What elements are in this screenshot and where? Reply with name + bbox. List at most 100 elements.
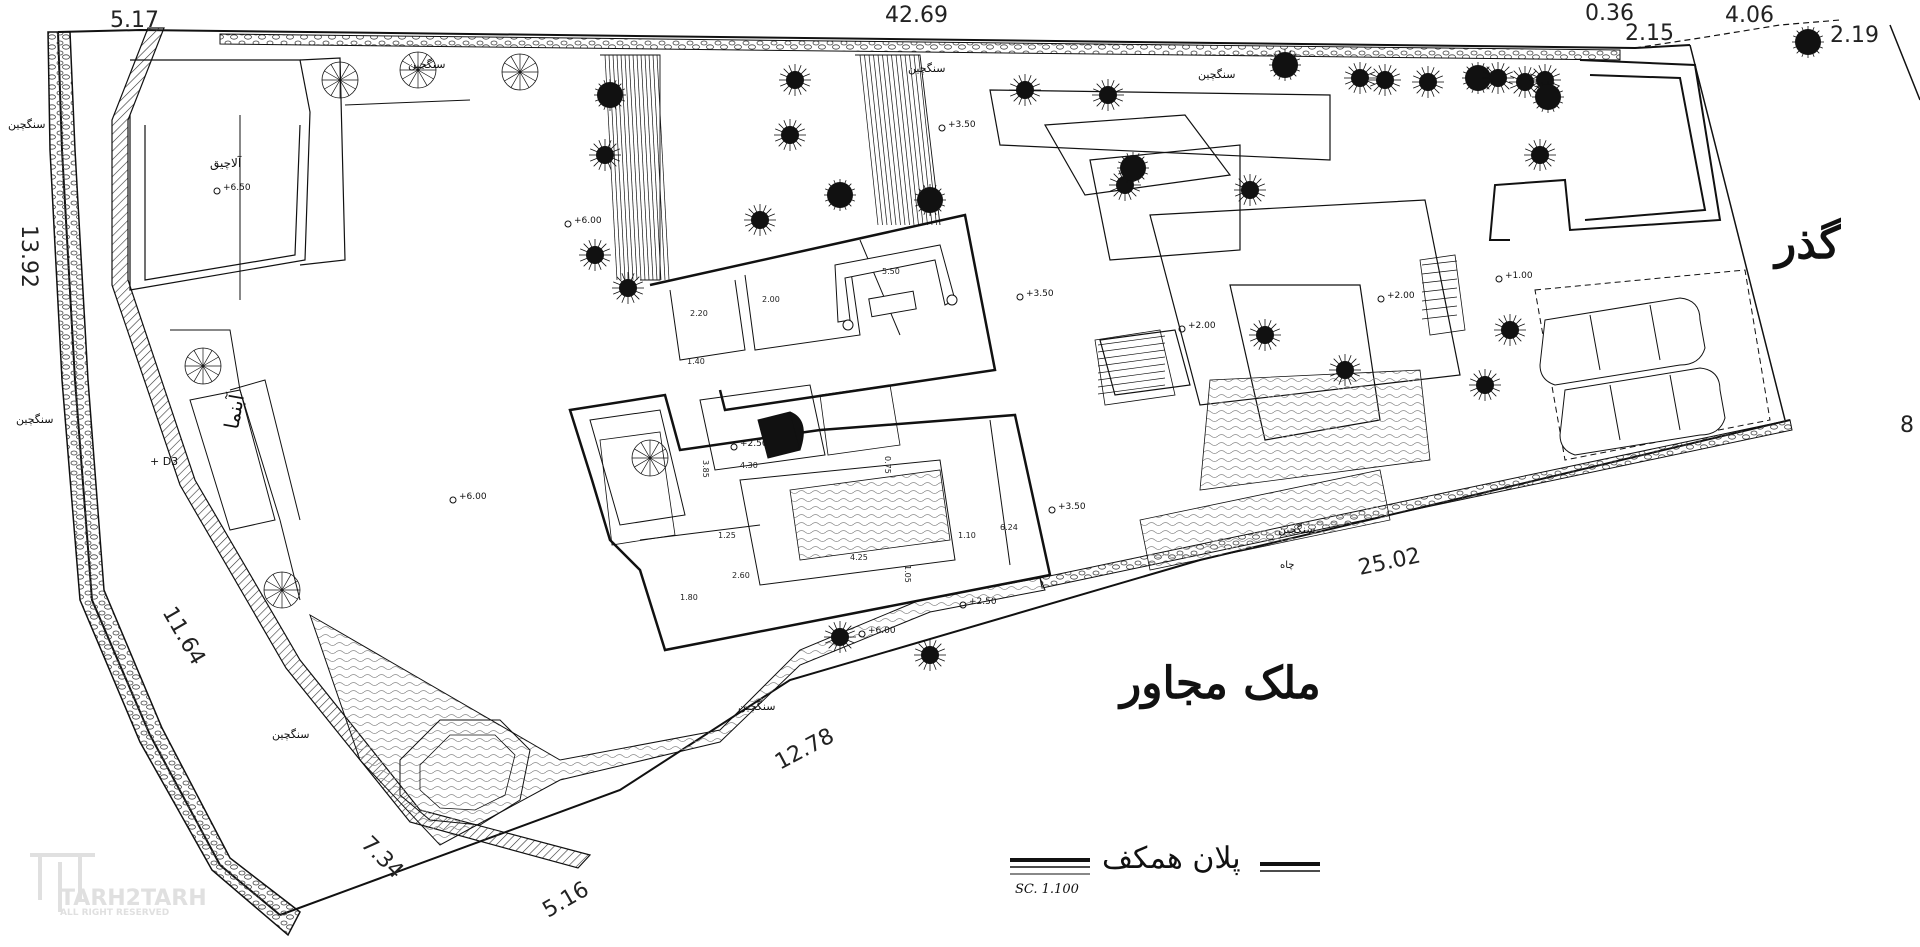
shrub — [321, 61, 359, 99]
retaining-wall — [111, 27, 592, 869]
tree — [1369, 64, 1401, 96]
shrub — [399, 51, 437, 89]
point-label: + D3 — [150, 455, 178, 468]
svg-text:+2.00: +2.00 — [1188, 321, 1216, 331]
tree — [824, 179, 856, 211]
level-steps-upper: +3.50 — [938, 120, 976, 132]
idim-425: 4.25 — [850, 553, 868, 562]
idim-105: 1.05 — [903, 565, 912, 583]
title-block: پلان همکف SC. 1.100 — [1010, 841, 1320, 897]
tree — [1234, 174, 1266, 206]
main-building — [568, 213, 1052, 652]
shrub — [631, 439, 669, 477]
street-label: گذر — [1772, 217, 1841, 270]
shrubs — [184, 51, 669, 609]
paved-area-south — [309, 577, 1046, 846]
watermark-brand: TARH2TARH — [60, 886, 207, 911]
stone-label-6: سنگچین — [272, 728, 309, 741]
tree — [1469, 369, 1501, 401]
edge-number: 8 — [1900, 413, 1914, 438]
idim-260: 2.60 — [732, 571, 750, 580]
svg-text:+3.50: +3.50 — [948, 120, 976, 130]
svg-text:+2.00: +2.00 — [1387, 291, 1415, 301]
dim-top-r1: 0.36 — [1585, 1, 1634, 26]
water-feature-label: آبنما — [218, 391, 249, 431]
gatehouse — [1488, 59, 1722, 241]
interior-hatch — [789, 469, 951, 561]
scale-label: SC. 1.100 — [1015, 882, 1079, 897]
tree — [779, 64, 811, 96]
stone-label-5: سنگچین — [16, 413, 53, 426]
tree — [1532, 81, 1564, 113]
level-bottom-garden: +6.00 — [858, 626, 896, 638]
idim-624: 6.24 — [1000, 523, 1018, 532]
idim-385: 3.85 — [701, 460, 710, 478]
svg-text:+2.50: +2.50 — [969, 597, 997, 607]
stone-label-3: سنگچین — [1198, 68, 1235, 81]
dim-top-r2: 2.15 — [1625, 21, 1674, 46]
level-courtyard: +2.00 — [1377, 291, 1415, 303]
stone-label-4: سنگچین — [8, 118, 45, 131]
tree — [1482, 62, 1514, 94]
water-feature — [189, 389, 276, 531]
tree — [914, 184, 946, 216]
tree — [594, 79, 626, 111]
tree — [612, 272, 644, 304]
level-piano: +2.50 — [730, 439, 768, 451]
tree — [1092, 79, 1124, 111]
tree — [579, 239, 611, 271]
courtyard-hatch-2 — [1139, 469, 1391, 571]
dim-bottom-mid: 12.78 — [771, 724, 838, 776]
tree — [1344, 62, 1376, 94]
svg-text:+3.50: +3.50 — [1058, 502, 1086, 512]
shrub — [501, 53, 539, 91]
svg-text:+6.00: +6.00 — [868, 626, 896, 636]
dim-top-left: 5.17 — [110, 8, 159, 33]
idim-125: 1.25 — [718, 531, 736, 540]
stone-label-1: سنگچین — [408, 58, 445, 71]
level-south-terrace: +3.50 — [1048, 502, 1086, 514]
tree — [1117, 152, 1149, 184]
dim-top-r4: 2.19 — [1830, 23, 1879, 48]
car-2 — [1559, 367, 1726, 456]
piano — [757, 411, 804, 459]
step-lines-a — [604, 54, 670, 281]
idim-180: 1.80 — [680, 593, 698, 602]
level-garden-top: +6.00 — [564, 216, 602, 228]
svg-text:+1.00: +1.00 — [1505, 271, 1533, 281]
trees — [579, 26, 1824, 671]
stone-wall-left — [47, 31, 301, 937]
dashed-boundary — [1634, 19, 1841, 49]
watermark-logo: TARH2TARH ALL RIGHT RESERVED — [30, 853, 207, 918]
tree — [1249, 319, 1281, 351]
street-edge — [1689, 24, 1920, 421]
level-terrace: +3.50 — [1016, 289, 1054, 301]
idim-110: 1.10 — [958, 531, 976, 540]
sofa-set — [834, 244, 958, 331]
dim-left-bottom: 7.34 — [356, 832, 408, 884]
svg-text:+6.00: +6.00 — [574, 216, 602, 226]
dim-bottom-left: 5.16 — [539, 877, 594, 923]
svg-text:+2.50: +2.50 — [740, 439, 768, 449]
stone-label-8: سنگچین — [1278, 523, 1315, 536]
svg-text:+6.50: +6.50 — [223, 183, 251, 193]
pergola — [129, 57, 346, 291]
stone-label-2: سنگچین — [908, 62, 945, 75]
octagon-bed — [399, 719, 531, 826]
tree — [824, 621, 856, 653]
svg-text:+3.50: +3.50 — [1026, 289, 1054, 299]
east-steps — [1094, 254, 1466, 406]
tree — [914, 639, 946, 671]
shrub — [184, 347, 222, 385]
idim-430: 4.30 — [740, 461, 758, 470]
dim-top-r3: 4.06 — [1725, 3, 1774, 28]
stone-label-7: سنگچین — [738, 700, 775, 713]
tree — [774, 119, 806, 151]
interior-stair — [599, 384, 901, 546]
level-pergola: +6.50 — [213, 183, 251, 195]
level-parking: +1.00 — [1495, 271, 1533, 283]
tree — [1524, 139, 1556, 171]
svg-text:+6.00: +6.00 — [459, 492, 487, 502]
courtyard-hatch — [1199, 369, 1431, 491]
dim-left-mid: 11.64 — [157, 603, 210, 670]
